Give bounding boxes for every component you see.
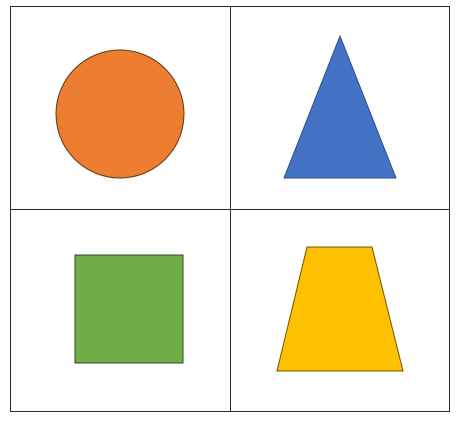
cell-bottom-left [74,254,184,364]
cell-top-right [283,34,397,179]
cell-top-left [55,49,185,179]
blue-triangle [283,34,397,179]
green-square [74,254,184,364]
orange-circle [55,49,185,179]
yellow-trapezoid [276,246,404,372]
cell-bottom-right [276,246,404,372]
